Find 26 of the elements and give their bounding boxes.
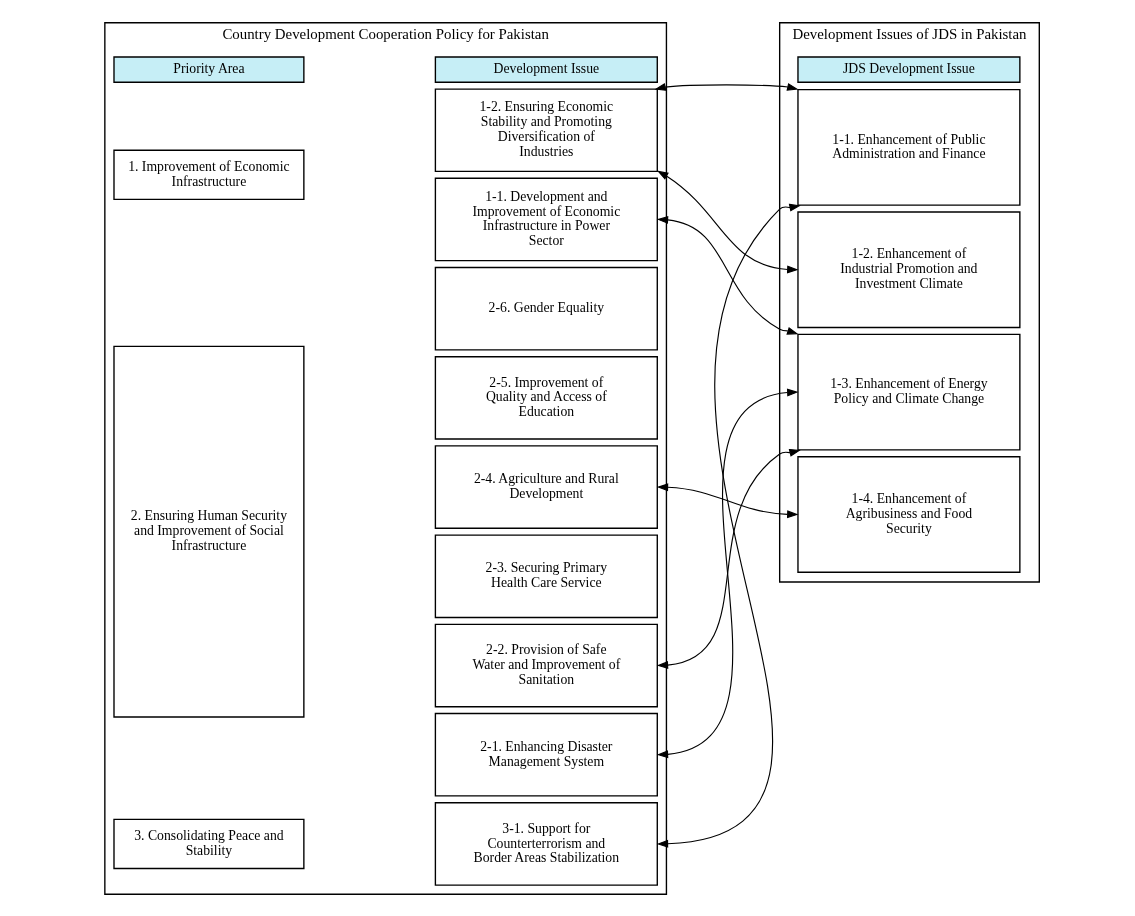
- arrow: [656, 482, 799, 518]
- arrow: [656, 448, 801, 669]
- node-box: 2-2. Provision of Safe Water and Improvement of Sanitation: [434, 623, 658, 707]
- node-box: 1-3. Enhancement of Energy Policy and Climate Change: [797, 333, 1021, 451]
- node-box: 2-6. Gender Equality: [434, 266, 658, 351]
- node-box: 2-4. Agriculture and Rural Development: [434, 444, 658, 529]
- label: Development Issue: [493, 60, 600, 76]
- label: Priority Area: [173, 60, 245, 76]
- arrow: [656, 203, 801, 848]
- node-box: 2-3. Securing Primary Health Care Service: [434, 533, 658, 618]
- node-box: 3. Consolidating Peace and Stability: [113, 818, 305, 869]
- node-box: 2-1. Enhancing Disaster Management System: [434, 712, 658, 797]
- arrow: [656, 215, 799, 335]
- node-box: 1-1. Development and Improvement of Economic Infrastructure in Power Sector: [434, 177, 658, 261]
- node-box: 1-4. Enhancement of Agribusiness and Food Security: [797, 455, 1021, 573]
- node-box: 1. Improvement of Economic Infrastructure: [113, 149, 305, 200]
- node-box: 1-2. Ensuring Economic Stability and Promoting Diversification of Industries: [434, 87, 658, 172]
- arrow: [654, 82, 799, 91]
- node-box: 1-1. Enhancement of Public Administration and Finance: [797, 88, 1021, 206]
- node-box: 2-5. Improvement of Quality and Access of Education: [434, 355, 658, 440]
- arrow: [656, 388, 799, 758]
- node-box: 3-1. Support for Counterterrorism and Border Areas Stabilization: [434, 801, 658, 886]
- node-box: 2. Ensuring Human Security and Improvement of Social Infrastructure: [113, 345, 305, 718]
- label: JDS Development Issue: [842, 60, 975, 76]
- node-box: 1-2. Enhancement of Industrial Promotion and Investment Climate: [797, 210, 1021, 328]
- arrow: [656, 170, 799, 273]
